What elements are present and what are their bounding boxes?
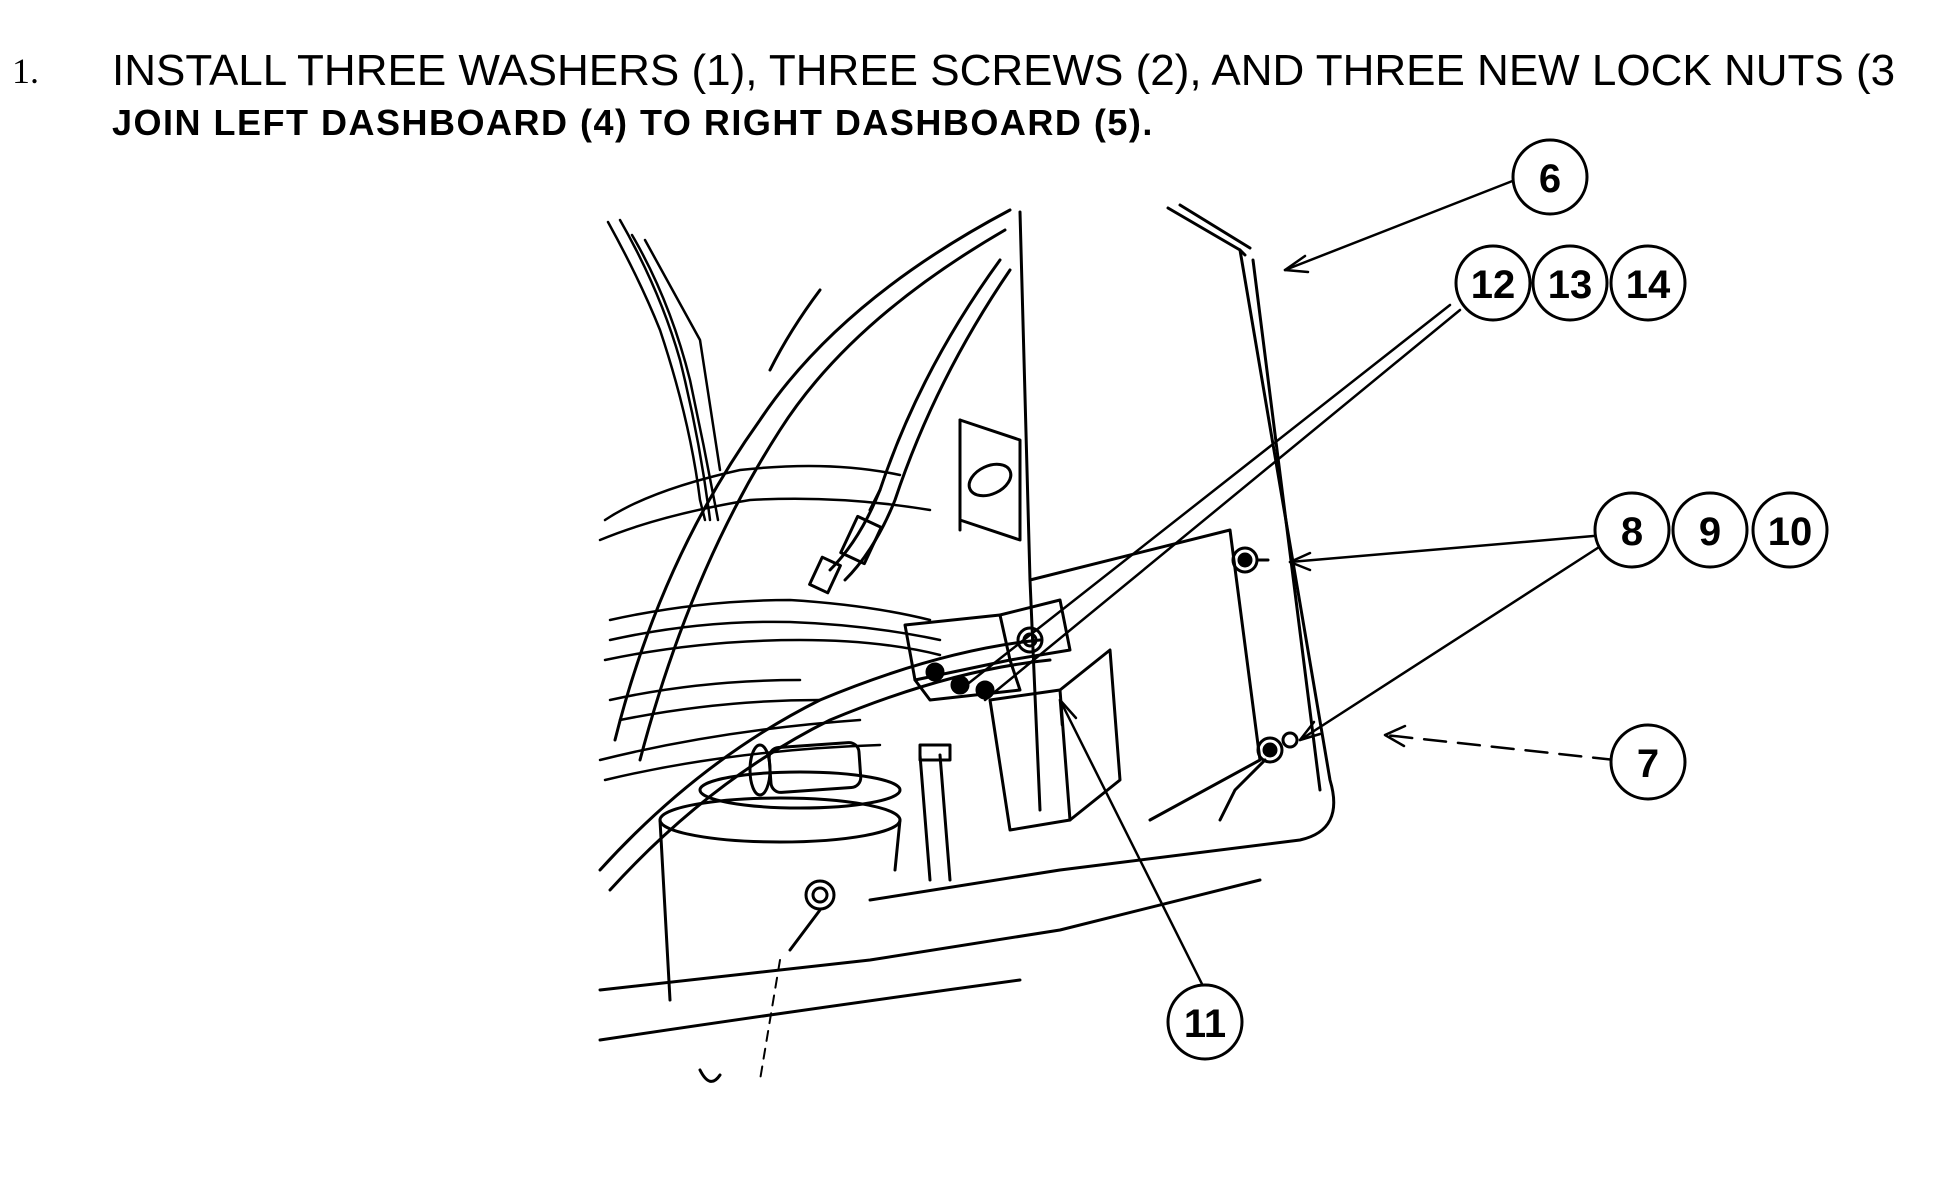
wiring-harness bbox=[598, 218, 942, 782]
callout-10: 10 bbox=[1751, 491, 1829, 569]
step-number: 1. bbox=[12, 51, 39, 91]
callout-7-label: 7 bbox=[1637, 742, 1659, 786]
callout-8: 8 bbox=[1593, 491, 1671, 569]
callout-11: 11 bbox=[1166, 983, 1244, 1061]
step-text-line-2: JOIN LEFT DASHBOARD (4) TO RIGHT DASHBOA… bbox=[112, 102, 1154, 143]
callout-6: 6 bbox=[1511, 138, 1589, 216]
dashboard-base bbox=[598, 878, 1262, 1042]
callout-9-label: 9 bbox=[1699, 510, 1721, 554]
callout-12-label: 12 bbox=[1471, 263, 1516, 307]
callout-11-label: 11 bbox=[1184, 1002, 1226, 1046]
wire-connector bbox=[808, 488, 883, 595]
callout-14: 14 bbox=[1609, 244, 1687, 322]
instruction-step: 1. INSTALL THREE WASHERS (1), THREE SCRE… bbox=[0, 44, 1950, 154]
callout-9: 9 bbox=[1671, 491, 1749, 569]
callout-7: 7 bbox=[1609, 723, 1687, 801]
support-bracket bbox=[988, 648, 1122, 832]
step-text-line-1: INSTALL THREE WASHERS (1), THREE SCREWS … bbox=[112, 46, 1896, 95]
callout-13-label: 13 bbox=[1548, 263, 1593, 307]
panel-fasteners bbox=[1218, 546, 1299, 822]
callout-10-label: 10 bbox=[1768, 510, 1813, 554]
mounting-bracket bbox=[958, 418, 1022, 542]
right-dashboard-panel bbox=[868, 203, 1336, 902]
callout-12: 12 bbox=[1454, 244, 1532, 322]
callout-13: 13 bbox=[1531, 244, 1609, 322]
gauge-housing bbox=[658, 741, 952, 1083]
callout-8-label: 8 bbox=[1621, 510, 1643, 554]
leader-lines bbox=[958, 178, 1617, 992]
callout-14-label: 14 bbox=[1626, 263, 1671, 307]
callout-6-label: 6 bbox=[1539, 157, 1561, 201]
